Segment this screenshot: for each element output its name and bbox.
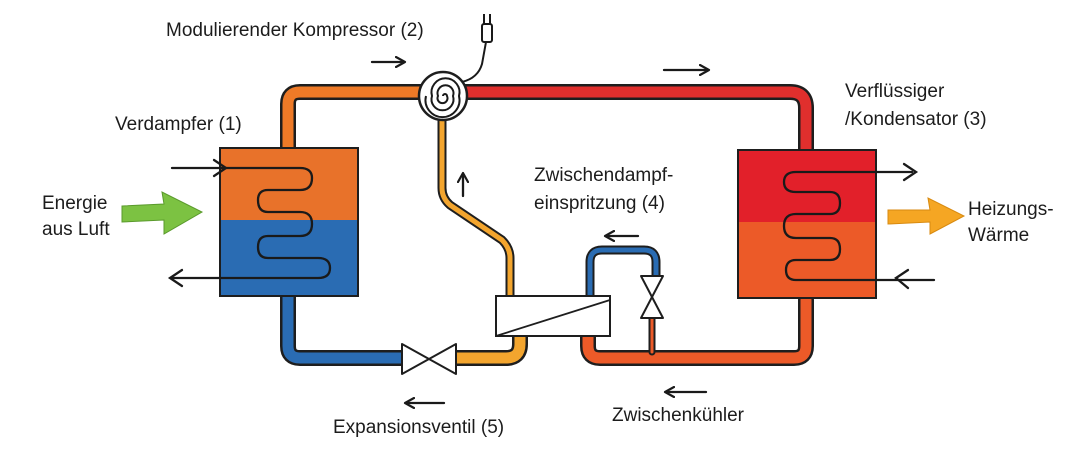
compressor (417, 14, 493, 122)
energy-label-line1: Energie (42, 193, 108, 214)
intercooler-label: Zwischenkühler (612, 405, 744, 426)
condenser-outlet-arrowhead (902, 162, 919, 182)
condenser-inlet-arrowhead (894, 268, 910, 290)
compressor-label: Modulierender Kompressor (2) (166, 20, 424, 41)
energy-label-line2: aus Luft (42, 219, 110, 240)
heating-label-line2: Wärme (968, 225, 1030, 246)
compressor-spiral (424, 77, 461, 119)
pipe-valve-to-evaporator (280, 288, 410, 366)
energy-arrow-icon (121, 191, 204, 235)
condenser-unit (737, 149, 936, 299)
intercooler-box (495, 295, 611, 337)
condenser-coil (782, 170, 936, 282)
evaporator-inlet-arrowhead (212, 158, 229, 178)
evaporator-outlet-arrowhead (167, 268, 184, 288)
flow-arrows (370, 62, 708, 403)
pipe-compressor-to-condenser (457, 84, 814, 160)
power-plug-icon (481, 23, 493, 43)
pipe-condenser-to-intercooler (580, 292, 814, 366)
condenser-label-line2: /Kondensator (3) (845, 109, 987, 130)
evaporator-label: Verdampfer (1) (115, 114, 242, 135)
injection-label-line1: Zwischendampf- (534, 165, 674, 186)
heating-label-line1: Heizungs- (968, 199, 1054, 220)
expansion-valve-icon (401, 343, 457, 375)
heat-arrow-icon (887, 197, 966, 235)
evaporator-coil (170, 166, 332, 280)
pipe-injection-loop (585, 245, 661, 301)
pipes (280, 84, 814, 366)
injection-label-line2: einspritzung (4) (534, 193, 665, 214)
pipe-evaporator-to-compressor (280, 84, 433, 160)
power-cord (461, 41, 487, 83)
expansion-valve-label: Expansionsventil (5) (333, 417, 505, 438)
injection-valve-icon (640, 275, 664, 319)
condenser-label-line1: Verflüssiger (845, 81, 945, 102)
evaporator-unit (167, 147, 359, 297)
